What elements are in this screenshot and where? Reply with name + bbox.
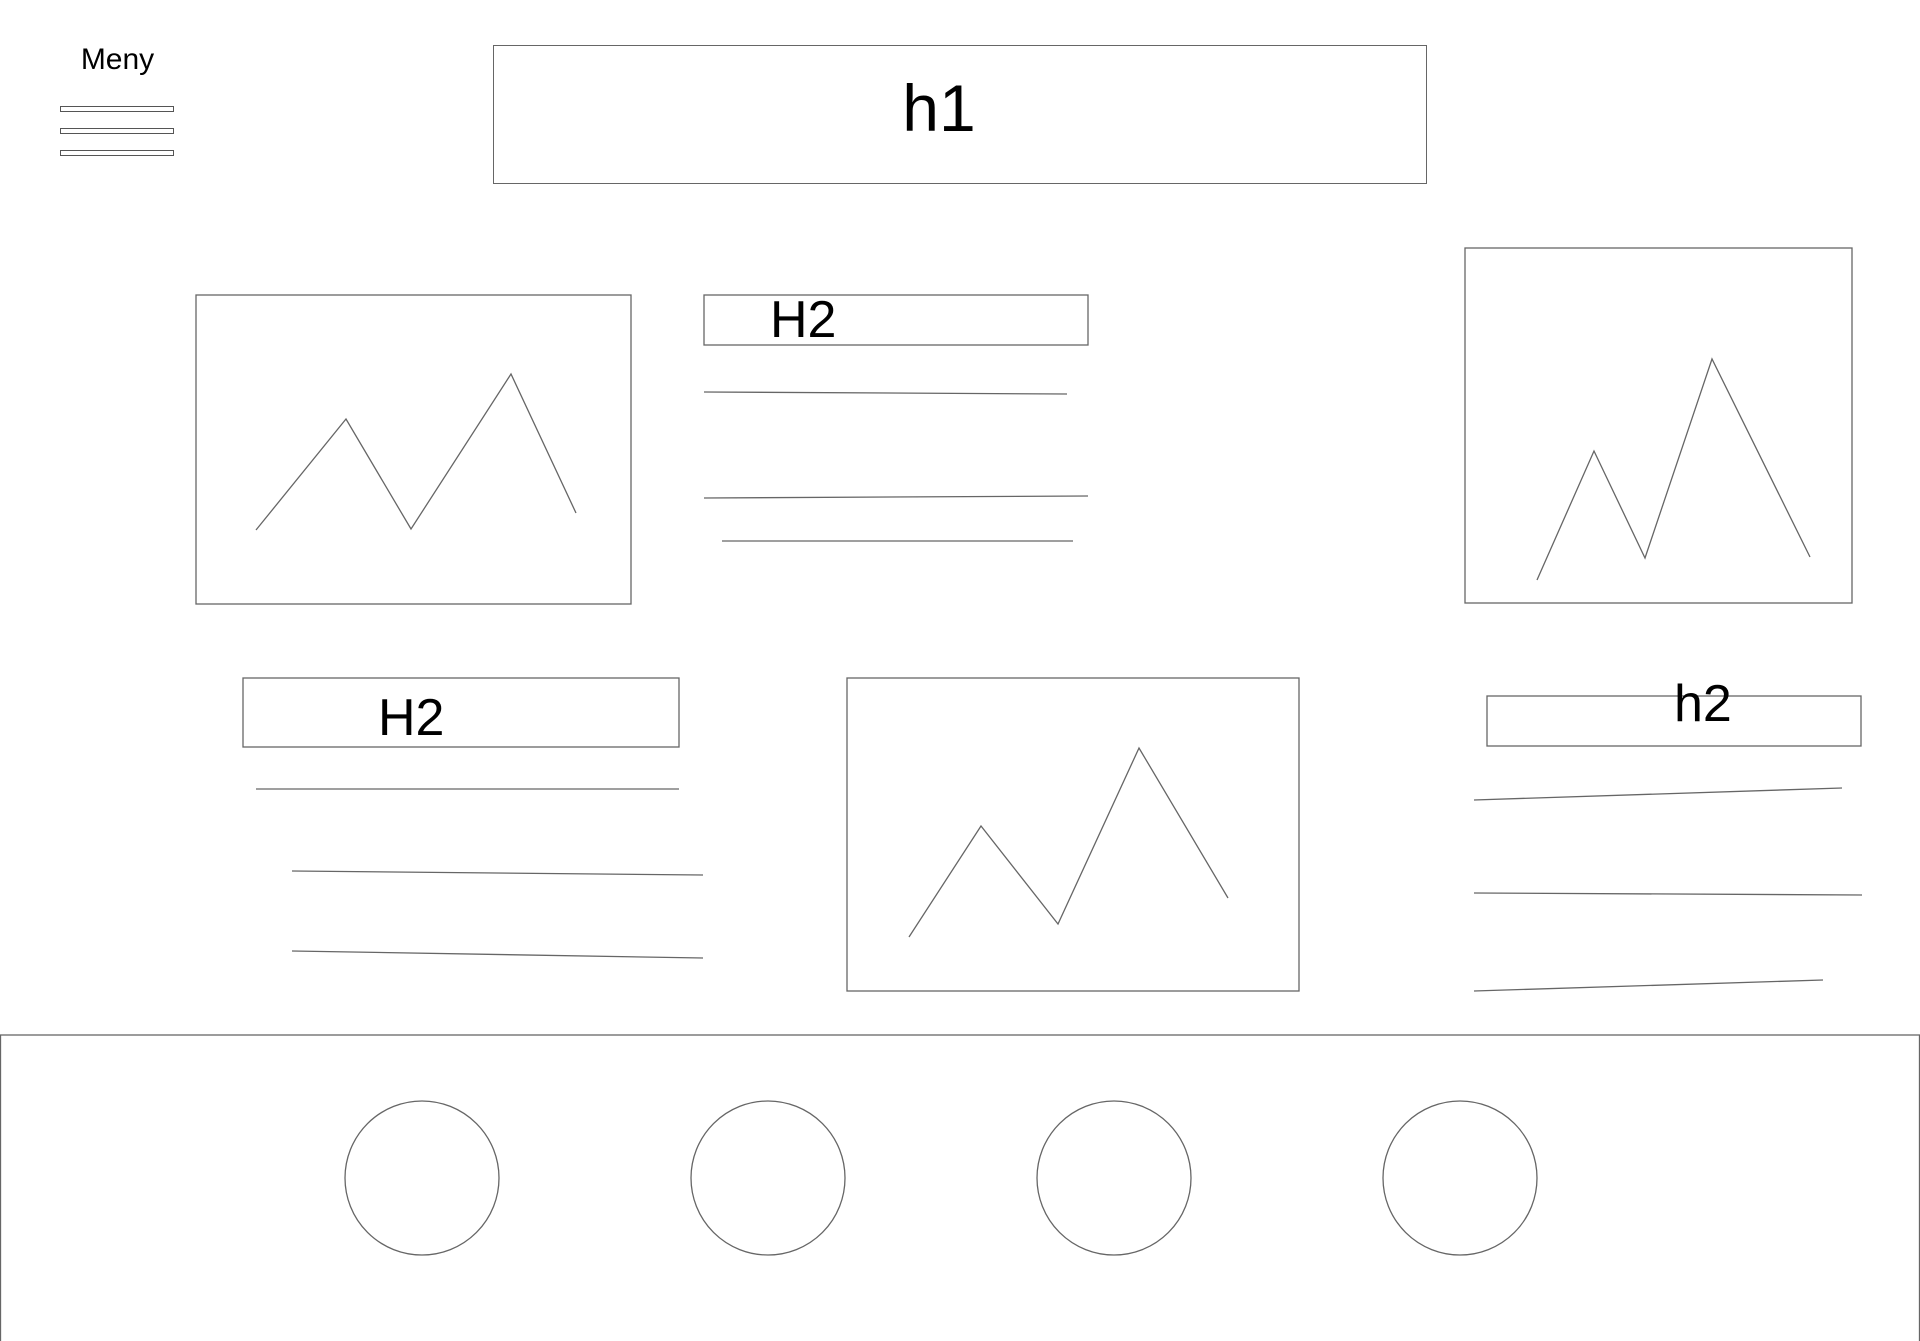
h2-box bbox=[703, 294, 1089, 346]
footer bbox=[0, 1034, 1920, 1341]
circle-icon[interactable] bbox=[1382, 1100, 1538, 1256]
page-title: h1 bbox=[902, 71, 976, 145]
mountain-icon bbox=[255, 372, 577, 531]
h2-box bbox=[1486, 695, 1862, 747]
section-heading: H2 bbox=[770, 291, 837, 349]
hamburger-bar bbox=[60, 150, 174, 156]
menu-label: Meny bbox=[80, 43, 155, 76]
text-block-bottom-right bbox=[1473, 695, 1863, 992]
text-line bbox=[1473, 787, 1843, 801]
page-title-box: h1 bbox=[493, 45, 1427, 184]
text-line bbox=[1473, 979, 1824, 992]
hamburger-bar bbox=[60, 106, 174, 112]
image-placeholder-1 bbox=[195, 294, 632, 605]
circle-icon[interactable] bbox=[690, 1100, 846, 1256]
text-block-top-middle bbox=[703, 294, 1089, 542]
image-frame bbox=[1464, 247, 1853, 604]
image-placeholder-2 bbox=[1464, 247, 1853, 604]
circle-icon[interactable] bbox=[1036, 1100, 1192, 1256]
image-frame bbox=[846, 677, 1300, 992]
hamburger-bar bbox=[60, 128, 174, 134]
text-line bbox=[703, 495, 1089, 499]
text-line bbox=[1473, 892, 1863, 896]
text-line bbox=[291, 870, 704, 876]
text-line bbox=[291, 950, 704, 959]
h2-box bbox=[242, 677, 680, 748]
footer-frame bbox=[0, 1034, 1920, 1341]
section-heading: h2 bbox=[1674, 675, 1732, 733]
text-block-bottom-left bbox=[242, 677, 704, 959]
image-frame bbox=[195, 294, 632, 605]
circle-icon[interactable] bbox=[344, 1100, 500, 1256]
hamburger-icon[interactable] bbox=[60, 106, 174, 160]
section-heading: H2 bbox=[378, 689, 445, 747]
mountain-icon bbox=[908, 746, 1229, 938]
image-placeholder-3 bbox=[846, 677, 1300, 992]
mountain-icon bbox=[1536, 357, 1811, 581]
text-line bbox=[703, 391, 1068, 395]
